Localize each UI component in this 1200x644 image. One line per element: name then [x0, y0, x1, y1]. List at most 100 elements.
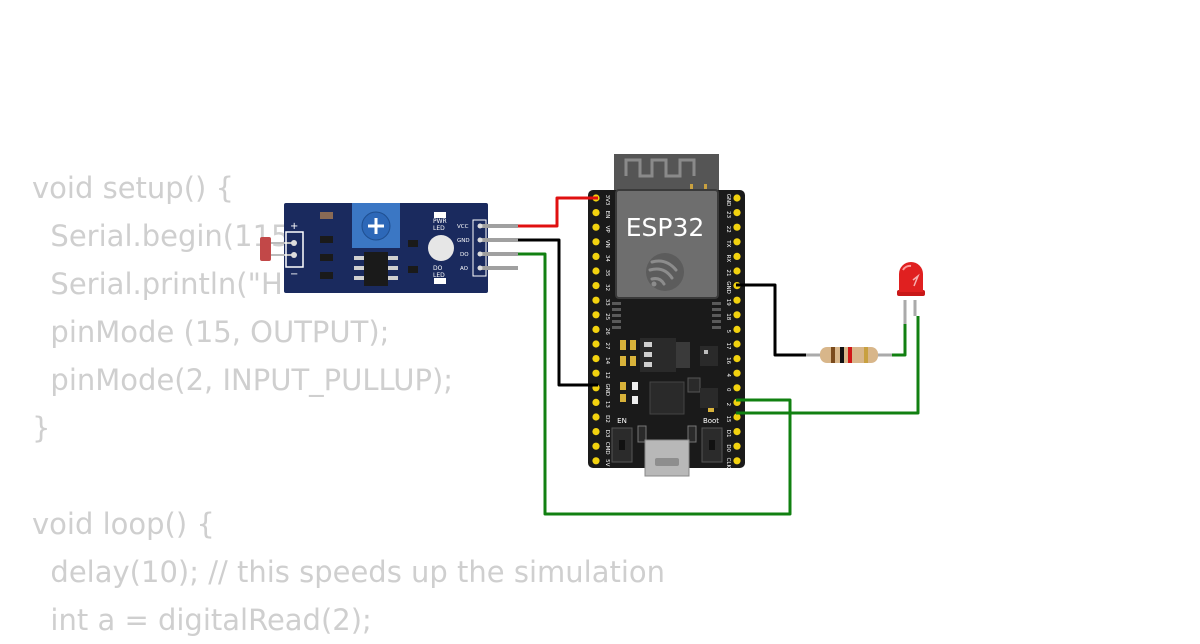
esp32-pin-left-15[interactable]	[592, 413, 600, 421]
smd-resistor	[320, 236, 333, 243]
esp32-pin-right-10[interactable]	[733, 340, 741, 348]
ldr-sensor-module[interactable]: + − PWR LED DO LED VCC GND DO AO	[260, 203, 518, 293]
esp32-pin-left-1[interactable]	[592, 209, 600, 217]
esp32-pin-label-left-13: GND	[604, 383, 610, 396]
en-label: EN	[617, 417, 627, 425]
esp32-pin-left-6[interactable]	[592, 282, 600, 290]
esp32-pin-left-3[interactable]	[592, 238, 600, 246]
esp32-pin-label-left-5: 35	[604, 270, 610, 277]
espressif-logo-icon	[646, 253, 684, 291]
esp32-pin-left-4[interactable]	[592, 252, 600, 260]
usb-uart-chip	[649, 381, 685, 415]
photoresistor	[260, 237, 271, 261]
esp32-pin-left-2[interactable]	[592, 223, 600, 231]
esp32-pin-left-5[interactable]	[592, 267, 600, 275]
plus-label: +	[290, 221, 298, 232]
esp32-pin-left-18[interactable]	[592, 457, 600, 465]
esp32-pin-label-left-2: VP	[604, 226, 610, 234]
esp32-pin-right-1[interactable]	[733, 209, 741, 217]
smd-resistor	[320, 212, 333, 219]
esp32-pin-label-left-16: D3	[604, 430, 610, 438]
esp32-pin-right-12[interactable]	[733, 369, 741, 377]
esp32-pin-label-right-7: 19	[725, 299, 731, 306]
esp32-pin-right-8[interactable]	[733, 311, 741, 319]
do-led-smd	[434, 278, 446, 284]
esp32-pin-label-left-15: D2	[604, 415, 610, 423]
esp32-pin-label-right-18: CLK	[725, 458, 731, 469]
do-led-label: LED	[433, 272, 445, 279]
esp32-pin-left-7[interactable]	[592, 296, 600, 304]
esp32-pin-right-18[interactable]	[733, 457, 741, 465]
esp32-pin-label-right-4: RX	[725, 255, 731, 263]
esp32-pin-right-3[interactable]	[733, 238, 741, 246]
code-line: Serial.println("H	[32, 267, 283, 301]
esp32-pin-label-left-14: 13	[604, 401, 610, 408]
wire-do-to-gpio2[interactable]	[518, 252, 792, 516]
esp32-pin-label-left-10: 27	[604, 343, 610, 350]
esp32-pin-left-9[interactable]	[592, 325, 600, 333]
do-label: DO	[433, 265, 443, 272]
esp32-pin-right-4[interactable]	[733, 252, 741, 260]
sensor-pin-ao-label: AO	[460, 266, 469, 272]
esp32-pin-label-left-17: CMD	[604, 442, 610, 455]
esp32-pin-label-left-9: 26	[604, 328, 610, 335]
esp32-pin-label-right-3: TX	[725, 239, 731, 247]
esp32-pin-right-16[interactable]	[733, 428, 741, 436]
esp32-pin-label-right-14: 2	[725, 403, 731, 407]
esp32-left-pin-column: 3V3ENVPVN343532332526271412GND13D2D3CMD5…	[592, 194, 610, 467]
esp32-pin-right-2[interactable]	[733, 223, 741, 231]
esp32-pin-right-7[interactable]	[733, 296, 741, 304]
esp32-pin-right-11[interactable]	[733, 355, 741, 363]
esp32-pin-right-5[interactable]	[733, 267, 741, 275]
sensor-led-lens	[428, 235, 454, 261]
circuit-diagram: + − PWR LED DO LED VCC GND DO AO	[260, 154, 925, 516]
esp32-pin-label-right-13: 0	[725, 388, 731, 392]
esp32-module	[615, 189, 719, 299]
esp32-pin-label-left-11: 14	[604, 357, 610, 364]
wire-vcc-to-3v3[interactable]	[518, 196, 598, 228]
smd-resistor	[320, 254, 333, 261]
esp32-pin-label-left-0: 3V3	[604, 195, 610, 206]
esp32-pin-label-right-16: D1	[725, 430, 731, 438]
esp32-pin-left-8[interactable]	[592, 311, 600, 319]
esp32-pin-left-10[interactable]	[592, 340, 600, 348]
wire-resistor-to-led[interactable]	[892, 324, 907, 357]
minus-label: −	[290, 269, 298, 280]
esp32-pin-label-right-17: D0	[725, 444, 731, 452]
esp32-pin-label-left-1: EN	[604, 211, 610, 219]
esp32-pin-left-17[interactable]	[592, 442, 600, 450]
esp32-pin-right-13[interactable]	[733, 384, 741, 392]
esp32-pin-label-right-11: 16	[725, 357, 731, 364]
code-line: void loop() {	[32, 507, 215, 541]
pwr-label: PWR	[433, 218, 447, 225]
pwr-led-smd	[434, 212, 446, 218]
sensor-pin-do-label: DO	[460, 252, 469, 258]
esp32-pin-left-14[interactable]	[592, 398, 600, 406]
esp32-pin-label-right-8: 18	[725, 313, 731, 320]
esp32-pin-label-right-2: 22	[725, 226, 731, 233]
red-led[interactable]	[897, 262, 925, 324]
comparator-chip	[364, 252, 388, 286]
esp32-pin-label-left-7: 33	[604, 299, 610, 306]
wire-gpio15-to-led[interactable]	[736, 316, 920, 415]
esp32-pin-label-right-6: GND	[725, 281, 731, 294]
esp32-pin-label-left-6: 32	[604, 284, 610, 291]
esp32-pin-left-11[interactable]	[592, 355, 600, 363]
wire-gnd-to-resistor[interactable]	[736, 283, 806, 357]
resistor[interactable]	[806, 347, 892, 363]
esp32-pin-right-0[interactable]	[733, 194, 741, 202]
code-line: Serial.begin(115	[32, 219, 290, 253]
code-line: void setup() {	[32, 171, 234, 205]
code-line: }	[32, 411, 51, 445]
esp32-pin-right-9[interactable]	[733, 325, 741, 333]
esp32-pin-right-15[interactable]	[733, 413, 741, 421]
esp32-devkit[interactable]: ESP32	[588, 154, 745, 477]
led-lens	[899, 262, 923, 292]
esp32-pin-label-right-9: 5	[725, 330, 731, 334]
pwr-led-label: LED	[433, 225, 445, 232]
esp32-pin-left-12[interactable]	[592, 369, 600, 377]
esp32-pin-left-16[interactable]	[592, 428, 600, 436]
esp32-pin-right-17[interactable]	[733, 442, 741, 450]
wire-gnd-to-gnd[interactable]	[518, 238, 598, 387]
esp32-pin-label-right-15: 15	[725, 416, 731, 423]
